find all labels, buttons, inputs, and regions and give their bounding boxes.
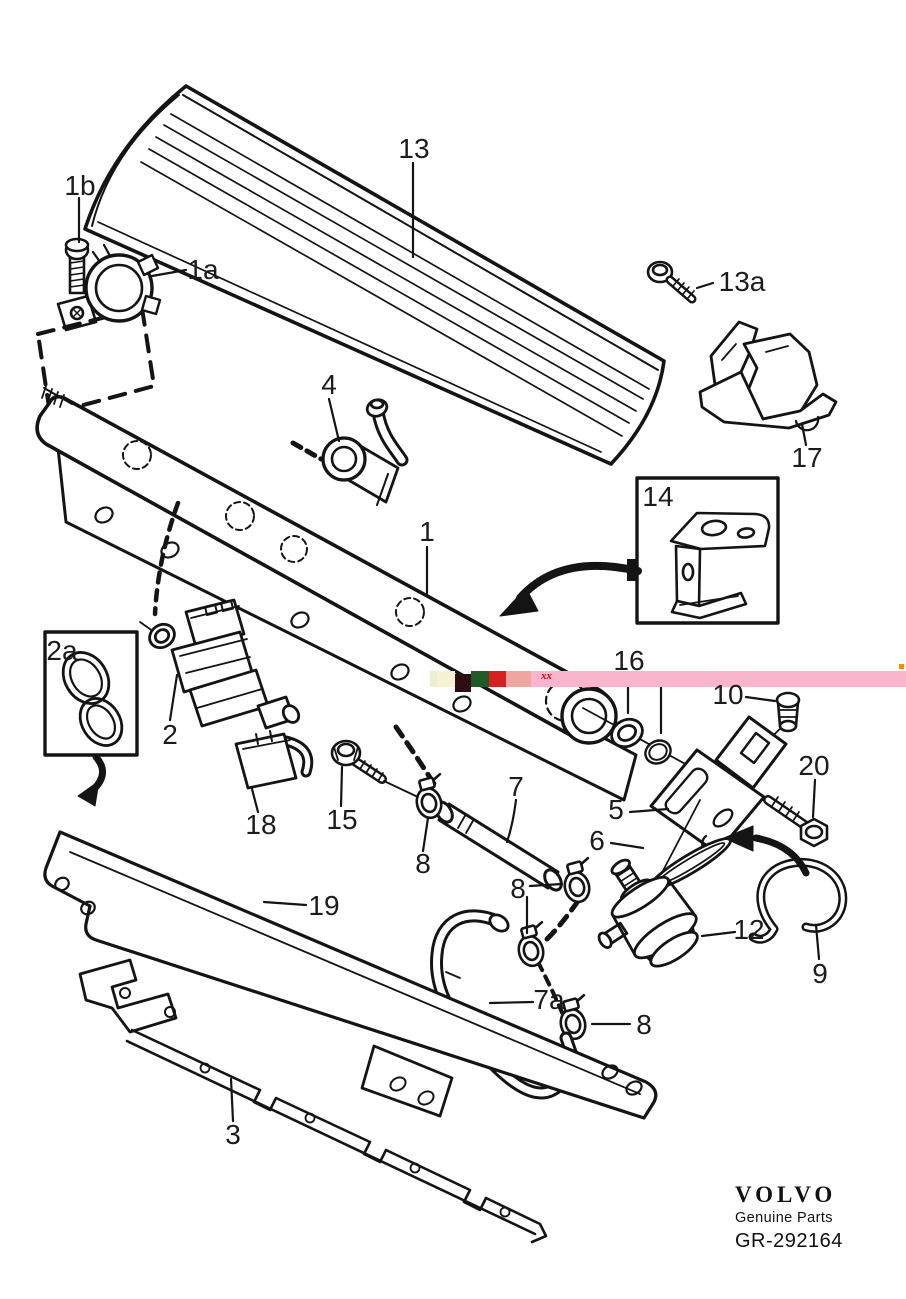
inset-box-2a [43, 630, 139, 807]
injector-2 [139, 598, 301, 730]
clip-18 [234, 730, 314, 790]
screw-13a [646, 260, 697, 304]
callout-9: 9 [812, 958, 828, 989]
callout-2a: 2a [46, 635, 78, 666]
callout-8-pipe-right: 8 [510, 873, 526, 904]
retainer-strip-3 [78, 958, 548, 1244]
fitting-4 [321, 398, 409, 506]
callout-3: 3 [225, 1119, 241, 1150]
clip-9 [748, 857, 848, 944]
callout-15: 15 [326, 804, 358, 835]
callout-13a: 13a [718, 266, 766, 297]
callout-8-hose: 8 [636, 1009, 652, 1040]
callout-17: 17 [791, 442, 823, 473]
callout-5: 5 [608, 794, 624, 825]
cover-panel-13 [83, 84, 666, 466]
bolt-15 [330, 739, 421, 799]
hose-clamp-8 [415, 772, 591, 1041]
plug-10 [775, 691, 801, 733]
washers-16 [582, 707, 701, 773]
callout-8-pipe-left: 8 [415, 848, 431, 879]
screw-1b [56, 237, 98, 332]
callout-7: 7 [508, 771, 524, 802]
inset-box-14 [499, 476, 780, 625]
callout-6: 6 [589, 825, 605, 856]
callout-16: 16 [613, 645, 645, 676]
callout-10: 10 [712, 679, 744, 710]
callout-1a: 1a [187, 254, 219, 285]
bracket-14 [669, 511, 771, 620]
document-reference: GR-292164 [735, 1230, 843, 1252]
callout-4: 4 [321, 369, 337, 400]
install-arrow-9 [723, 825, 810, 877]
holder-5 [649, 715, 788, 887]
callout-20: 20 [798, 750, 830, 781]
clamp-1a [36, 243, 162, 416]
callout-18: 18 [245, 809, 277, 840]
branding-block: VOLVO Genuine Parts GR-292164 [735, 1183, 843, 1253]
callout-13: 13 [398, 133, 430, 164]
bolt-20 [763, 795, 829, 848]
callout-2: 2 [162, 719, 178, 750]
leader-lines [77, 161, 821, 1123]
callout-1b: 1b [64, 170, 96, 201]
volvo-logo: VOLVO [735, 1182, 837, 1207]
callout-12: 12 [733, 914, 765, 945]
callout-1: 1 [419, 516, 435, 547]
genuine-parts-label: Genuine Parts [735, 1210, 833, 1226]
bracket-17 [698, 320, 838, 432]
callout-14: 14 [642, 481, 674, 512]
regulator-12 [597, 858, 699, 968]
callout-7a: 7a [533, 984, 565, 1015]
callout-19: 19 [308, 890, 340, 921]
rail-cover-19 [43, 830, 658, 1120]
